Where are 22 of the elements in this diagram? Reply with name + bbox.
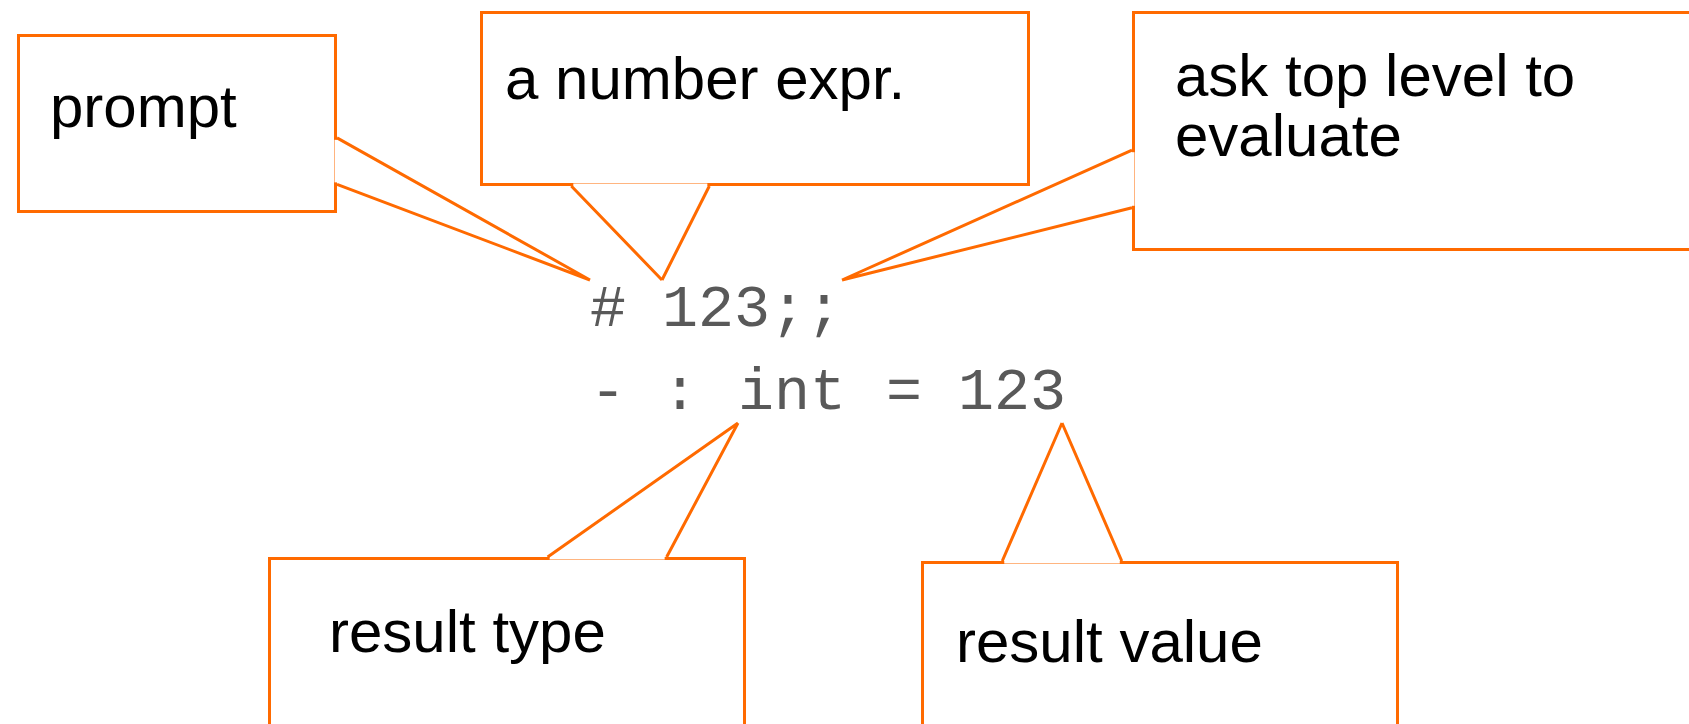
callout-pointer xyxy=(335,136,592,282)
callout-box xyxy=(480,11,1030,186)
code-token: int xyxy=(738,363,847,423)
callout-pointer xyxy=(546,421,740,559)
callout-box xyxy=(921,561,1399,724)
code-token: 123 xyxy=(958,363,1067,423)
callout-text: result value xyxy=(956,612,1263,672)
callout-box xyxy=(17,34,337,213)
code-token: # xyxy=(590,280,626,340)
callout-pointer xyxy=(569,184,711,282)
callout-box xyxy=(1132,11,1689,251)
callout-text: a number expr. xyxy=(505,49,906,109)
callout-text: ask top level to evaluate xyxy=(1175,46,1577,166)
code-token: 123 xyxy=(662,280,771,340)
callout-pointer xyxy=(1000,421,1124,563)
callout-text: result type xyxy=(329,602,606,662)
callout-text: prompt xyxy=(50,77,237,137)
code-token: = xyxy=(886,363,922,423)
callout-pointer xyxy=(840,148,1134,282)
callout-box xyxy=(268,557,746,724)
code-token: - : xyxy=(590,363,699,423)
code-token: ;; xyxy=(770,280,842,340)
